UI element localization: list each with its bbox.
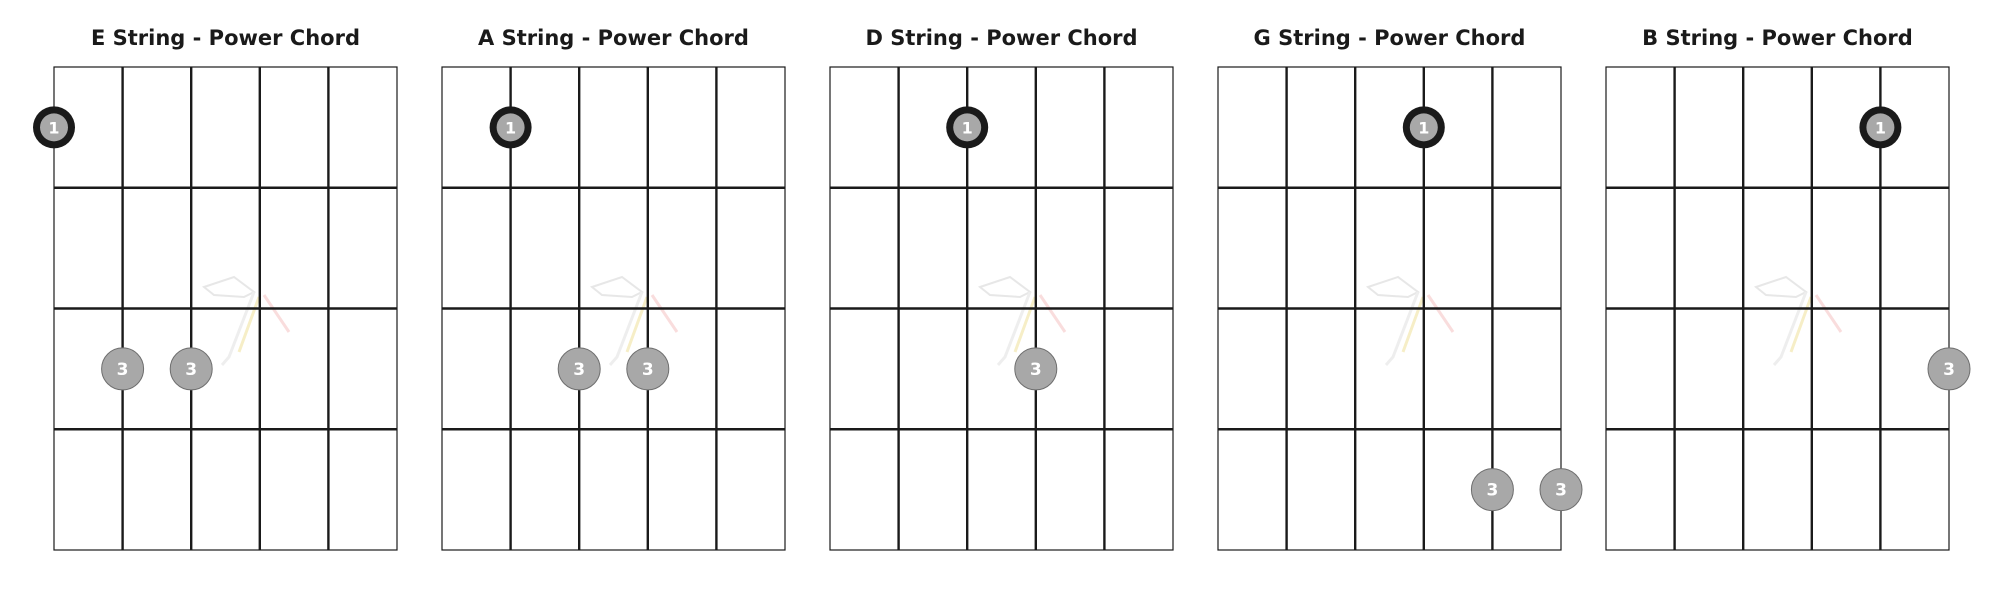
root-finger-marker: 1: [946, 106, 989, 149]
finger-number: 3: [117, 360, 129, 380]
finger-marker: 3: [101, 347, 145, 391]
finger-marker: 3: [1470, 468, 1514, 512]
finger-number: 1: [1418, 118, 1429, 137]
guitar-logo-icon: [977, 275, 1067, 366]
finger-marker: 3: [626, 347, 670, 391]
finger-marker: 3: [1539, 468, 1583, 512]
guitar-logo-icon: [589, 275, 679, 366]
finger-number: 3: [642, 360, 654, 380]
root-finger-marker: 1: [489, 106, 532, 149]
guitar-logo-icon: [1365, 275, 1455, 366]
diagram-title: E String - Power Chord: [90, 26, 360, 50]
finger-number: 3: [573, 360, 585, 380]
finger-number: 3: [1943, 360, 1955, 380]
fretboard-diagram: 1 3 3: [33, 66, 398, 551]
fretboard-diagram: 13: [1605, 66, 1971, 551]
finger-marker: 3: [1927, 347, 1971, 391]
finger-number: 3: [1486, 481, 1498, 501]
diagram-title: D String - Power Chord: [865, 26, 1138, 50]
finger-number: 3: [1555, 481, 1567, 501]
finger-marker: 3: [169, 347, 213, 391]
diagram-title: B String - Power Chord: [1642, 26, 1913, 50]
fretboard-diagram: 13: [829, 66, 1174, 551]
guitar-logo-icon: [201, 275, 291, 366]
finger-number: 3: [185, 360, 197, 380]
finger-marker: 3: [1014, 347, 1058, 391]
root-finger-marker: 1: [33, 106, 75, 149]
finger-number: 1: [1875, 118, 1886, 137]
finger-number: 1: [505, 118, 516, 137]
guitar-logo-icon: [1753, 275, 1843, 366]
finger-number: 1: [48, 118, 59, 137]
diagram-title: G String - Power Chord: [1253, 26, 1526, 50]
finger-marker: 3: [557, 347, 601, 391]
fretboard-diagram: 1 3 3: [441, 66, 786, 551]
root-finger-marker: 1: [1859, 106, 1902, 149]
finger-number: 3: [1030, 360, 1042, 380]
diagram-title: A String - Power Chord: [478, 26, 749, 50]
root-finger-marker: 1: [1402, 106, 1445, 149]
fretboard-diagram: 1 3 3: [1217, 66, 1583, 551]
finger-number: 1: [962, 118, 973, 137]
